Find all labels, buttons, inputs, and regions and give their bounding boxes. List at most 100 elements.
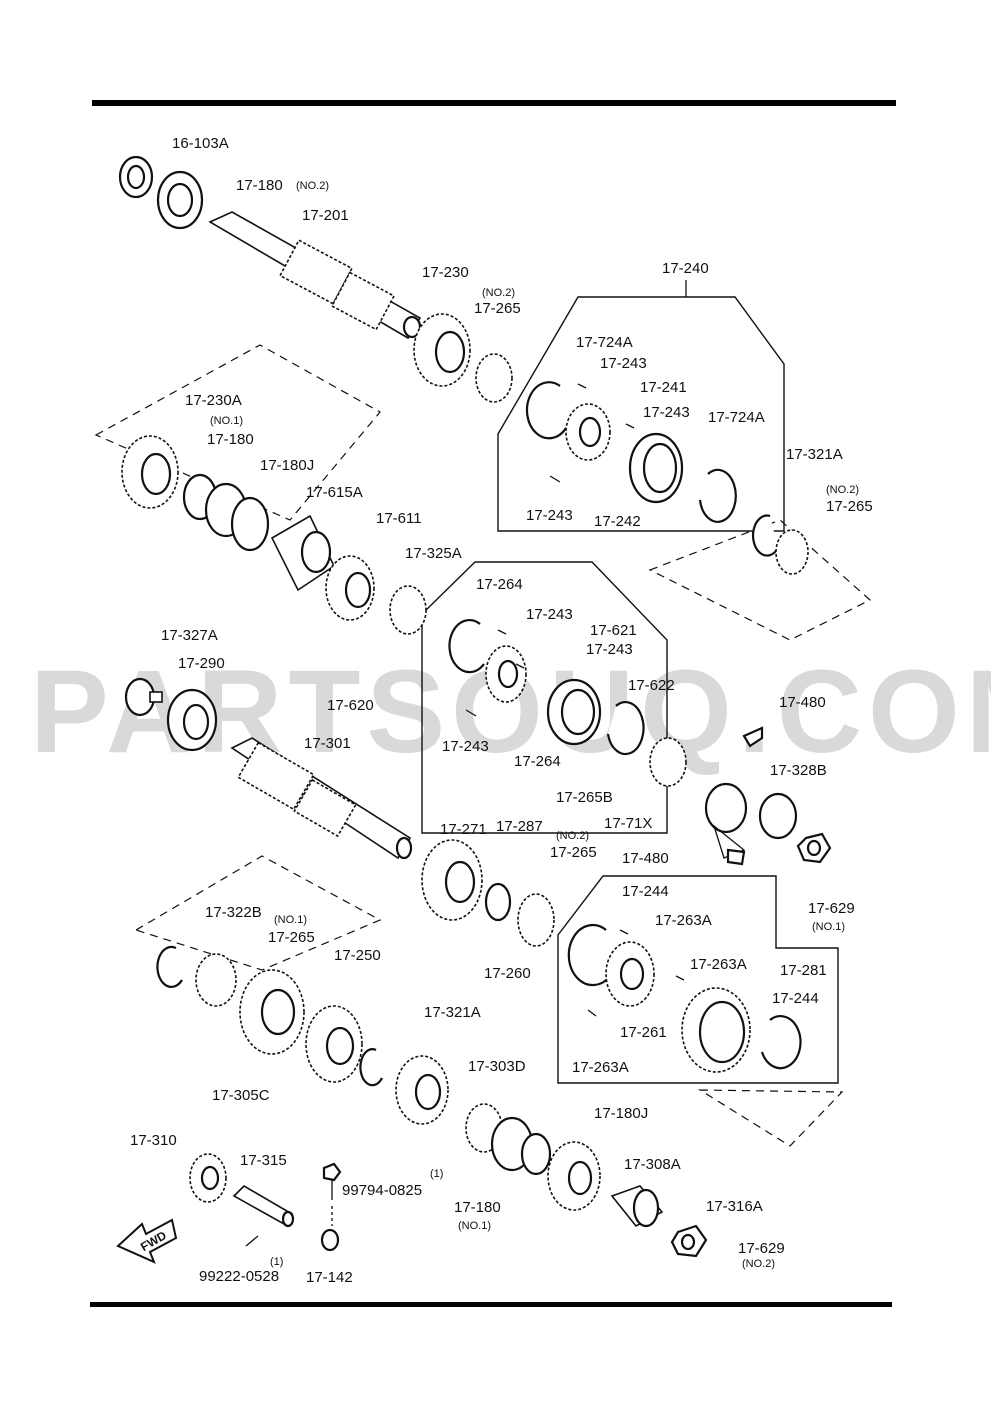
part-label-l34: 17-328B bbox=[770, 762, 827, 779]
part-label-l56: 17-180J bbox=[594, 1105, 648, 1122]
part-note-n2: (NO.2) bbox=[482, 287, 515, 299]
part-label-l16: 17-180J bbox=[260, 457, 314, 474]
key-17-243-a bbox=[577, 383, 587, 389]
part-label-l10: 17-243 bbox=[643, 404, 690, 421]
part-label-l52: 17-321A bbox=[424, 1004, 481, 1021]
part-label-l58: 17-315 bbox=[240, 1152, 287, 1169]
part-note-n9: (NO.1) bbox=[458, 1220, 491, 1232]
part-label-l64: 99222-0528 bbox=[199, 1268, 279, 1285]
hub-17-241-bore bbox=[578, 416, 602, 448]
countershaft-17-301 bbox=[230, 737, 413, 860]
part-label-l65: 17-142 bbox=[306, 1269, 353, 1286]
part-note-n6: (NO.1) bbox=[812, 921, 845, 933]
gear-17-308A-bore bbox=[567, 1160, 593, 1196]
snap-ring-17-321A-lower bbox=[359, 1048, 383, 1087]
gear-17-230-bore bbox=[434, 330, 466, 374]
gear-17-230A-bore bbox=[140, 452, 172, 496]
part-label-l3: 17-201 bbox=[302, 207, 349, 224]
part-label-l38: 17-287 bbox=[496, 818, 543, 835]
part-label-l25: 17-243 bbox=[586, 641, 633, 658]
part-label-l19: 17-325A bbox=[405, 545, 462, 562]
gear-17-611-bore bbox=[344, 571, 372, 609]
part-label-l49: 17-281 bbox=[780, 962, 827, 979]
nut-17-629-no2-bore bbox=[680, 1233, 696, 1251]
part-label-l37: 17-271 bbox=[440, 821, 487, 838]
synchro-ring-17-265-no2-lower bbox=[517, 893, 555, 947]
part-label-l39: 17-265 bbox=[550, 844, 597, 861]
part-label-l51: 17-261 bbox=[620, 1024, 667, 1041]
part-label-l15: 17-180 bbox=[207, 431, 254, 448]
part-label-l35: 17-265B bbox=[556, 789, 613, 806]
part-label-l44: 17-322B bbox=[205, 904, 262, 921]
part-label-l59: 17-308A bbox=[624, 1156, 681, 1173]
part-label-l20: 17-321A bbox=[786, 446, 843, 463]
synchro-ring-17-265-no2 bbox=[475, 353, 513, 403]
part-label-l33: 17-480 bbox=[779, 694, 826, 711]
part-label-l22: 17-264 bbox=[476, 576, 523, 593]
snap-ring-17-264-lower bbox=[606, 701, 645, 756]
synchro-ring-17-325A bbox=[389, 585, 427, 635]
dashed-group-rear-hub bbox=[648, 519, 872, 641]
part-note-n1: (NO.2) bbox=[296, 180, 329, 192]
bracket-17-142 bbox=[320, 1206, 340, 1252]
part-label-l43: 17-263A bbox=[655, 912, 712, 929]
part-label-l50: 17-244 bbox=[772, 990, 819, 1007]
part-label-l30: 17-327A bbox=[161, 627, 218, 644]
bearing-17-290-inner bbox=[182, 703, 210, 741]
bearing-16-103A-inner bbox=[126, 164, 146, 190]
bearing-17-327A-stem bbox=[149, 691, 163, 703]
part-label-l31: 17-290 bbox=[178, 655, 225, 672]
part-label-l26: 17-622 bbox=[628, 677, 675, 694]
part-label-l55: 17-305C bbox=[212, 1087, 270, 1104]
part-label-l27: 17-620 bbox=[327, 697, 374, 714]
nut-17-629-no1-bore bbox=[806, 839, 822, 857]
part-label-l4: 17-230 bbox=[422, 264, 469, 281]
part-label-l60: 99794-0825 bbox=[342, 1182, 422, 1199]
part-label-l41: 17-629 bbox=[808, 900, 855, 917]
clip-17-480-lower bbox=[726, 848, 746, 866]
key-17-263A-c bbox=[587, 1009, 597, 1017]
gear-17-271-bore bbox=[444, 860, 476, 904]
bearing-17-328B bbox=[758, 792, 798, 840]
snap-ring-17-322B bbox=[156, 945, 183, 988]
dashed-group-hub-lower bbox=[697, 1089, 844, 1147]
part-label-l53: 17-263A bbox=[572, 1059, 629, 1076]
part-label-l7: 17-724A bbox=[576, 334, 633, 351]
part-label-l47: 17-260 bbox=[484, 965, 531, 982]
synchro-ring-17-265-rear bbox=[775, 529, 809, 575]
snap-ring-17-264-upper bbox=[448, 619, 485, 674]
part-label-l62: 17-316A bbox=[706, 1198, 763, 1215]
part-label-l48: 17-263A bbox=[690, 956, 747, 973]
snap-ring-17-724A-left bbox=[525, 381, 567, 440]
shaft-17-315 bbox=[232, 1184, 295, 1228]
part-label-l32: 17-301 bbox=[304, 735, 351, 752]
part-note-n4: (NO.2) bbox=[826, 484, 859, 496]
key-17-263A-b bbox=[675, 975, 685, 981]
part-label-l23: 17-243 bbox=[526, 606, 573, 623]
bottom-rule bbox=[90, 1302, 892, 1307]
key-17-263A-a bbox=[619, 929, 629, 935]
snap-ring-17-321A-upper bbox=[751, 514, 779, 557]
key-17-243-f bbox=[465, 709, 477, 717]
hub-17-261-bore bbox=[619, 957, 645, 991]
part-label-l5: 17-265 bbox=[474, 300, 521, 317]
pin-99222-0528 bbox=[245, 1235, 259, 1247]
gear-17-303D-bore bbox=[414, 1073, 442, 1111]
shim-17-180J-lower bbox=[520, 1132, 552, 1176]
part-label-l2: 17-180 bbox=[236, 177, 283, 194]
part-label-l45: 17-265 bbox=[268, 929, 315, 946]
part-label-l17: 17-615A bbox=[306, 484, 363, 501]
gear-17-281-inner bbox=[698, 1000, 746, 1064]
bolt-99794-0825 bbox=[322, 1162, 342, 1200]
part-label-l63: 17-629 bbox=[738, 1240, 785, 1257]
part-label-l40: 17-480 bbox=[622, 850, 669, 867]
key-17-243-b bbox=[625, 423, 635, 429]
gear-17-310-bore bbox=[200, 1165, 220, 1191]
part-note-n11: (1) bbox=[270, 1256, 283, 1268]
part-label-l46: 17-250 bbox=[334, 947, 381, 964]
part-label-l24: 17-621 bbox=[590, 622, 637, 639]
clip-17-480-upper bbox=[742, 726, 764, 748]
part-label-l1: 16-103A bbox=[172, 135, 229, 152]
sleeve-17-615A bbox=[270, 514, 336, 592]
shim-17-287 bbox=[484, 882, 512, 922]
